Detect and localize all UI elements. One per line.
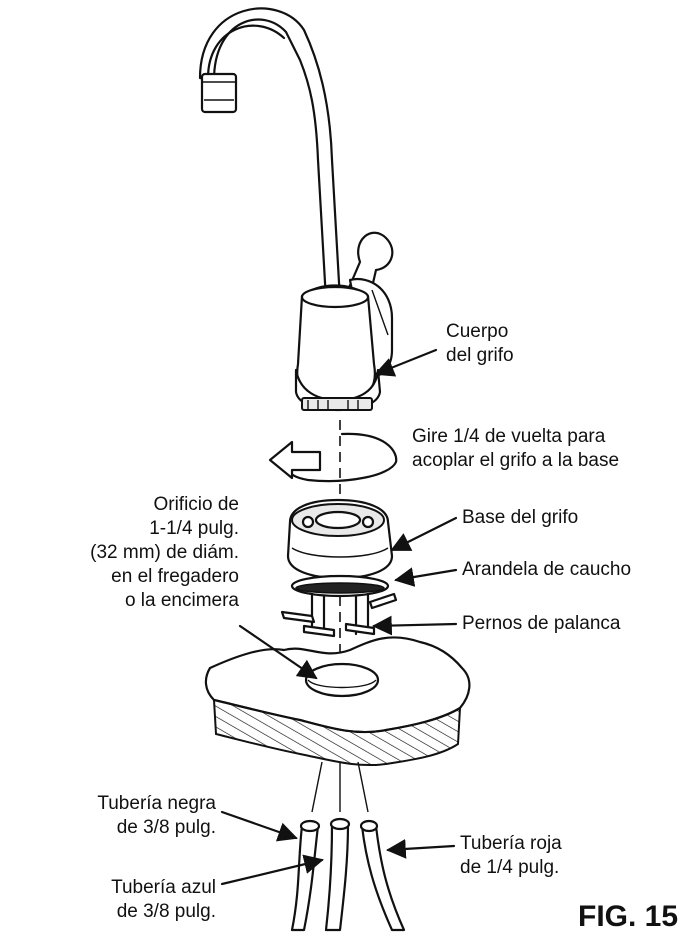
label-red-tube: Tubería roja de 1/4 pulg.	[460, 832, 562, 880]
label-hole-line3: (32 mm) de diám.	[90, 542, 239, 563]
label-black-tube-line1: Tubería negra	[97, 793, 216, 814]
label-red-tube-line2: de 1/4 pulg.	[460, 857, 560, 878]
label-faucet-base: Base del grifo	[462, 507, 579, 528]
label-quarter-turn-line2: acoplar el grifo a la base	[412, 450, 620, 471]
leader-arrows	[220, 348, 458, 886]
faucet-base	[286, 498, 394, 580]
label-hole-line5: o la encimera	[124, 590, 239, 611]
label-quarter-turn-line1: Gire 1/4 de vuelta para	[412, 426, 606, 447]
countertop-section	[204, 636, 471, 767]
water-tubes	[290, 761, 406, 932]
faucet-spout	[198, 7, 342, 302]
label-faucet-body-line1: Cuerpo	[446, 321, 509, 342]
label-blue-tube: Tubería azul de 3/8 pulg.	[111, 876, 216, 924]
toggle-bolts	[280, 592, 398, 638]
rubber-washer	[290, 574, 390, 598]
label-quarter-turn: Gire 1/4 de vuelta para acoplar el grifo…	[412, 425, 619, 473]
label-hole-line2: 1-1/4 pulg.	[149, 518, 239, 539]
label-black-tube: Tubería negra de 3/8 pulg.	[97, 792, 216, 840]
label-hole: Orificio de 1-1/4 pulg. (32 mm) de diám.…	[90, 493, 239, 613]
label-hole-line1: Orificio de	[153, 494, 239, 515]
label-faucet-body: Cuerpo del grifo	[446, 320, 514, 368]
label-faucet-body-line2: del grifo	[446, 345, 514, 366]
label-black-tube-line2: de 3/8 pulg.	[116, 817, 216, 838]
label-rubber-washer: Arandela de caucho	[462, 559, 632, 580]
label-toggle-bolts: Pernos de palanca	[462, 613, 621, 634]
label-red-tube-line1: Tubería roja	[460, 833, 562, 854]
figure-label: FIG. 15	[578, 900, 679, 933]
faucet-body	[294, 284, 382, 412]
label-hole-line4: en el fregadero	[111, 566, 239, 587]
rotation-arrow-icon	[268, 432, 398, 483]
label-blue-tube-line2: de 3/8 pulg.	[116, 901, 216, 922]
label-blue-tube-line1: Tubería azul	[111, 877, 216, 898]
